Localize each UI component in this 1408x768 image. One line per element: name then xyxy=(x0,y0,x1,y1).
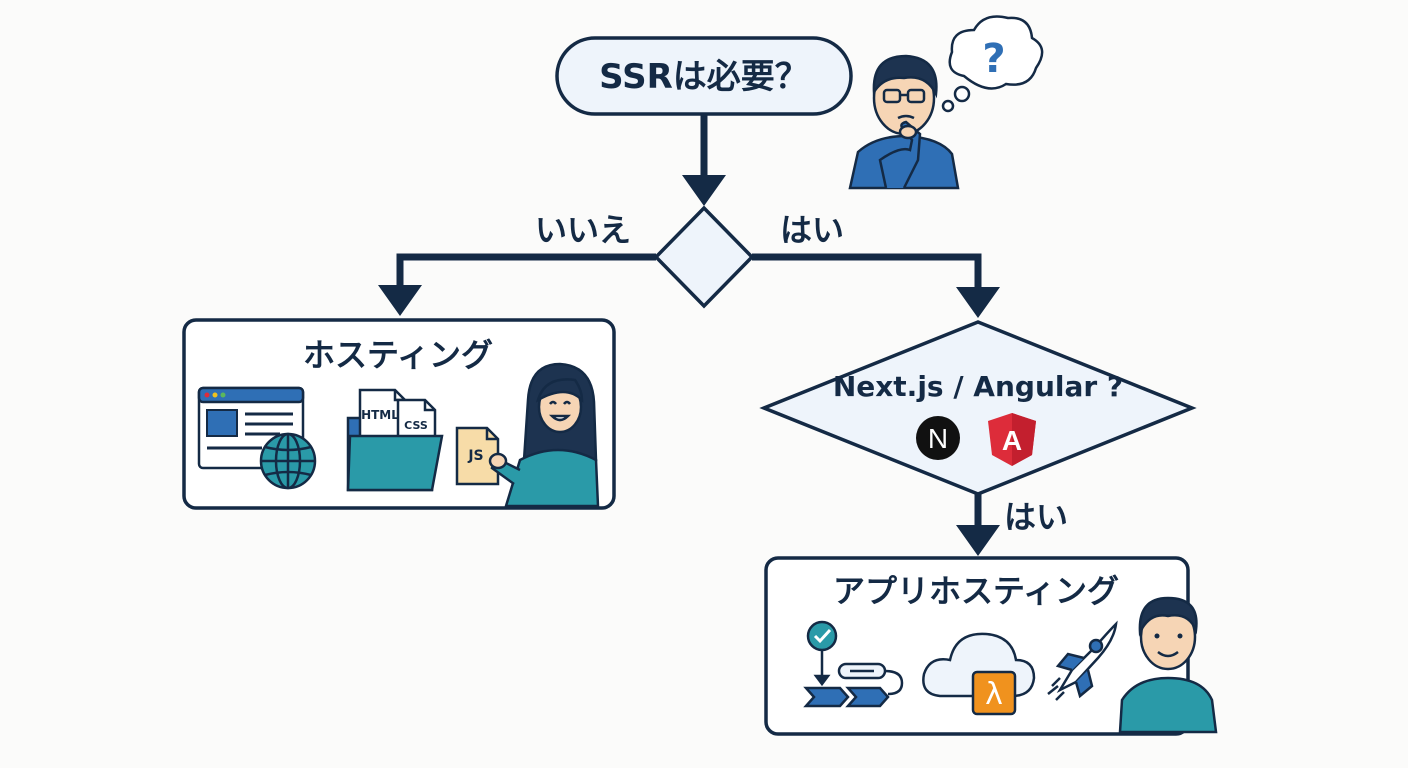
arrowhead-to-decision xyxy=(682,175,726,206)
thought-bubble-question-mark: ? xyxy=(982,36,1005,82)
thinking-man-icon xyxy=(848,54,960,190)
hosting-title: ホスティング xyxy=(303,336,493,374)
angular-logo-letter: A xyxy=(1002,425,1022,456)
decision-yes-label: はい xyxy=(780,211,844,249)
start-question: SSRは必要？ xyxy=(599,57,809,97)
html-file-label: HTML xyxy=(361,408,399,422)
connector-decision-no-branch xyxy=(396,253,656,288)
arrowhead-to-apphosting xyxy=(956,525,1000,556)
framework-decision-node: Next.js / Angular ? xyxy=(759,320,1197,496)
css-file-label: CSS xyxy=(404,419,428,432)
nextjs-logo-letter: N xyxy=(928,423,948,454)
angular-logo-icon: A xyxy=(988,413,1036,466)
app-hosting-title: アプリホスティング xyxy=(833,572,1119,610)
connector-decision-yes-branch xyxy=(752,253,982,290)
folder-files-icon xyxy=(346,388,444,492)
thought-bubble-icon xyxy=(941,15,1044,113)
arrowheads xyxy=(378,175,1000,556)
pipeline-icon xyxy=(803,620,904,708)
js-file-label: JS xyxy=(467,448,483,464)
framework-yes-label: はい xyxy=(1004,498,1068,536)
arrowhead-to-framework xyxy=(956,287,1000,318)
arrowhead-to-hosting xyxy=(378,285,422,316)
browser-window-icon xyxy=(197,386,305,470)
woman-character-icon xyxy=(488,362,600,508)
decision-node xyxy=(653,205,755,309)
globe-icon xyxy=(259,432,317,490)
framework-question: Next.js / Angular ? xyxy=(833,370,1123,403)
start-node: SSRは必要？ xyxy=(555,36,853,116)
connectors xyxy=(396,112,982,528)
lambda-symbol: λ xyxy=(985,677,1003,712)
nextjs-logo-icon: N xyxy=(916,416,960,460)
rocket-icon xyxy=(1047,620,1118,701)
lambda-icon: λ xyxy=(971,670,1017,716)
developer-man-icon xyxy=(1118,596,1218,734)
decision-no-label: いいえ xyxy=(535,211,631,249)
